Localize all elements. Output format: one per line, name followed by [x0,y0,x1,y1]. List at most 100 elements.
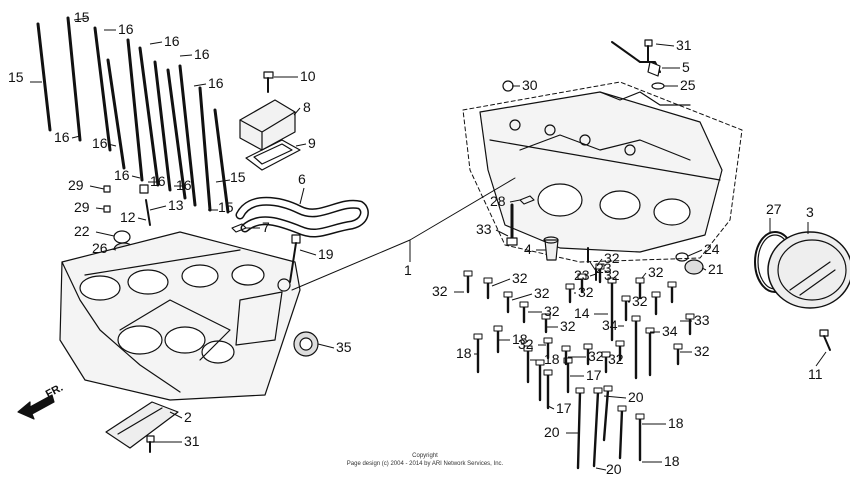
bolt-head [601,351,611,358]
bolt-head [541,313,551,320]
part-callout-14: 14 [574,305,590,321]
top-fittings-right [502,39,665,205]
part-callout-32: 32 [534,285,550,301]
part-callout-15: 15 [8,69,24,85]
callout-leader [169,411,183,419]
callout-leader [293,107,301,116]
part-callout-32: 32 [560,318,576,334]
bolt-head [463,270,473,277]
part-callout-33: 33 [476,221,492,237]
part-callout-16: 16 [164,33,180,49]
part-callout-32: 32 [648,264,664,280]
part-callout-34: 34 [662,323,678,339]
bolt-head [583,343,593,350]
part-callout-31: 31 [676,37,692,53]
callout-leader [95,207,105,210]
part-callout-32: 32 [604,250,620,266]
part-callout-32: 32 [518,336,534,352]
callout-leader [595,467,607,471]
bolt-head [519,301,529,308]
oil-dipstick [289,234,301,283]
part-callout-15: 15 [230,169,246,185]
bolt-head [615,340,625,347]
part-callout-2: 2 [184,409,192,425]
part-callout-7: 7 [262,219,270,235]
part-callout-17: 17 [586,367,602,383]
crankcase-bolt-array [463,263,695,470]
part-callout-22: 22 [74,223,90,239]
callout-leader [71,135,81,139]
callout-leader [299,249,317,256]
bolt-head [565,283,575,290]
bolt-head [603,385,613,392]
part-callout-34: 34 [602,317,618,333]
part-callout-16: 16 [194,46,210,62]
part-callout-16: 16 [114,167,130,183]
bolt-head [577,273,587,280]
bolt-head [593,387,603,394]
bolt-head [563,357,573,364]
part-callout-35: 35 [336,339,352,355]
part-callout-15: 15 [218,199,234,215]
callout-leader [179,54,193,57]
callout-leader [641,272,647,279]
part-callout-18: 18 [544,351,560,367]
callout-leader [131,175,141,179]
bolt-head [493,325,503,332]
part-callout-15: 15 [74,9,90,25]
case-fittings-right [506,203,704,281]
part-callout-16: 16 [118,21,134,37]
part-callout-16: 16 [92,135,108,151]
upper-crankcase [462,81,743,263]
bolt-head [651,291,661,298]
part-callout-12: 12 [120,209,136,225]
part-callout-5: 5 [682,59,690,75]
crankcase-bolt [592,390,600,468]
part-callout-17: 17 [556,400,572,416]
part-callout-19: 19 [318,246,334,262]
bolt-head [685,313,695,320]
part-callout-29: 29 [74,199,90,215]
part-callout-23: 23 [596,260,612,276]
part-callout-27: 27 [766,201,782,217]
callout-leader [149,41,163,45]
part-callout-29: 29 [68,177,84,193]
part-callout-32: 32 [544,303,560,319]
bolt-head [645,327,655,334]
callout-leader [491,278,511,287]
part-callout-32: 32 [578,284,594,300]
part-callout-10: 10 [300,68,316,84]
lower-crankcase [59,231,301,401]
part-callout-26: 26 [92,240,108,256]
part-callout-18: 18 [512,331,528,347]
part-callout-32: 32 [432,283,448,299]
callout-leader [603,395,627,399]
bolt-head [503,291,513,298]
bolt-head [617,405,627,412]
part-callout-32: 32 [604,267,620,283]
part-callout-11: 11 [808,366,823,382]
part-callout-25: 25 [680,77,696,93]
copyright-detail: Page design (c) 2004 - 2014 by ARI Netwo… [346,461,504,467]
part-callout-24: 24 [704,241,720,257]
callout-leader [547,405,555,410]
crankcase-bolt [576,390,582,470]
part-callout-31: 31 [184,433,200,449]
part-callout-32: 32 [608,351,624,367]
callout-leader [215,179,231,183]
part-callout-21: 21 [708,261,724,277]
part-callout-13: 13 [168,197,184,213]
callout-leader [317,343,335,349]
part-callout-32: 32 [632,293,648,309]
callout-leader [295,143,307,147]
part-callout-16: 16 [176,177,192,193]
part-callout-20: 20 [606,461,622,477]
breather-bolt [263,71,274,93]
part-callout-32: 32 [694,343,710,359]
part-callout-9: 9 [308,135,316,151]
copyright-notice: Copyright [412,453,438,459]
part-callout-18: 18 [668,415,684,431]
bolt-head [667,281,677,288]
